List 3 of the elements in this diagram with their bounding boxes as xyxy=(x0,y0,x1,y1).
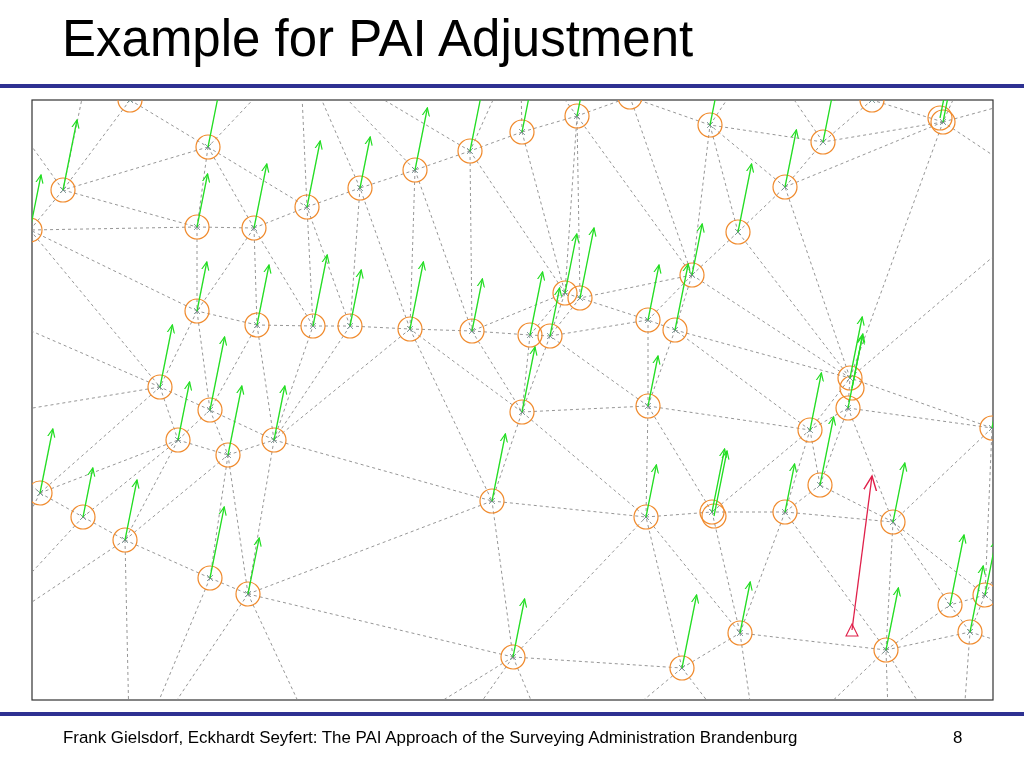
slide-title: Example for PAI Adjustment xyxy=(62,10,694,68)
page-number: 8 xyxy=(953,728,963,748)
footer-citation: Frank Gielsdorf, Eckhardt Seyfert: The PAI Approach of the Surveying Administration Brandenburg xyxy=(63,728,798,748)
